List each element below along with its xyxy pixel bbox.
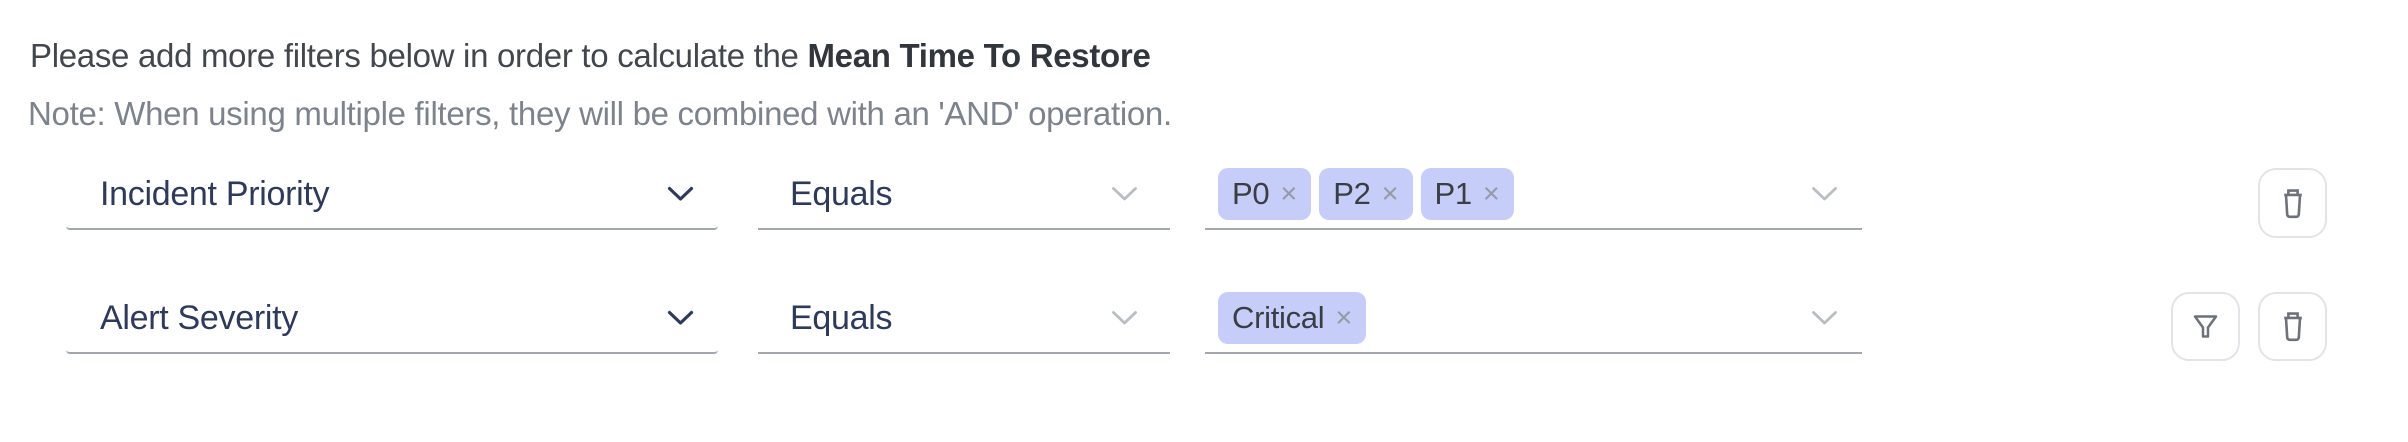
filter-funnel-icon	[2191, 312, 2220, 341]
chevron-down-icon	[1111, 310, 1138, 326]
remove-tag-icon[interactable]: ×	[1381, 177, 1399, 210]
row2-operator-value: Equals	[790, 298, 893, 337]
row2-operator-select[interactable]: Equals	[758, 284, 1170, 354]
row2-delete-filter-button[interactable]	[2258, 292, 2327, 361]
trash-icon	[2280, 188, 2306, 219]
chevron-down-icon	[667, 186, 694, 202]
row1-selected-values: P0 × P2 × P1 ×	[1218, 168, 1514, 220]
tag-label: Critical	[1232, 300, 1325, 335]
remove-tag-icon[interactable]: ×	[1482, 177, 1500, 210]
note-text: Note: When using multiple filters, they …	[28, 95, 1172, 132]
remove-tag-icon[interactable]: ×	[1335, 301, 1353, 334]
row2-values-multiselect[interactable]: Critical ×	[1205, 284, 1862, 354]
chevron-down-icon	[1811, 186, 1838, 202]
metric-name: Mean Time To Restore	[807, 37, 1151, 74]
row2-attribute-value: Alert Severity	[100, 298, 298, 337]
row2-selected-values: Critical ×	[1218, 292, 1367, 344]
row2-filter-values-button[interactable]	[2171, 292, 2240, 361]
row1-delete-filter-button[interactable]	[2258, 168, 2327, 238]
row1-operator-value: Equals	[790, 174, 893, 213]
value-tag: Critical ×	[1218, 292, 1367, 344]
chevron-down-icon	[667, 310, 694, 326]
row1-attribute-select[interactable]: Incident Priority	[66, 160, 718, 230]
row1-values-multiselect[interactable]: P0 × P2 × P1 ×	[1205, 160, 1862, 230]
tag-label: P1	[1434, 176, 1473, 211]
tag-label: P2	[1333, 176, 1371, 211]
row1-operator-select[interactable]: Equals	[758, 160, 1170, 230]
intro-prefix: Please add more filters below in order t…	[30, 37, 808, 74]
chevron-down-icon	[1111, 186, 1138, 202]
row2-attribute-select[interactable]: Alert Severity	[66, 284, 718, 354]
value-tag: P1 ×	[1420, 168, 1514, 220]
value-tag: P2 ×	[1319, 168, 1413, 220]
row1-attribute-value: Incident Priority	[100, 174, 330, 213]
remove-tag-icon[interactable]: ×	[1280, 177, 1298, 210]
intro-text: Please add more filters below in order t…	[30, 37, 1151, 74]
chevron-down-icon	[1811, 310, 1838, 326]
value-tag: P0 ×	[1218, 168, 1312, 220]
tag-label: P0	[1232, 176, 1270, 211]
trash-icon	[2280, 311, 2306, 342]
